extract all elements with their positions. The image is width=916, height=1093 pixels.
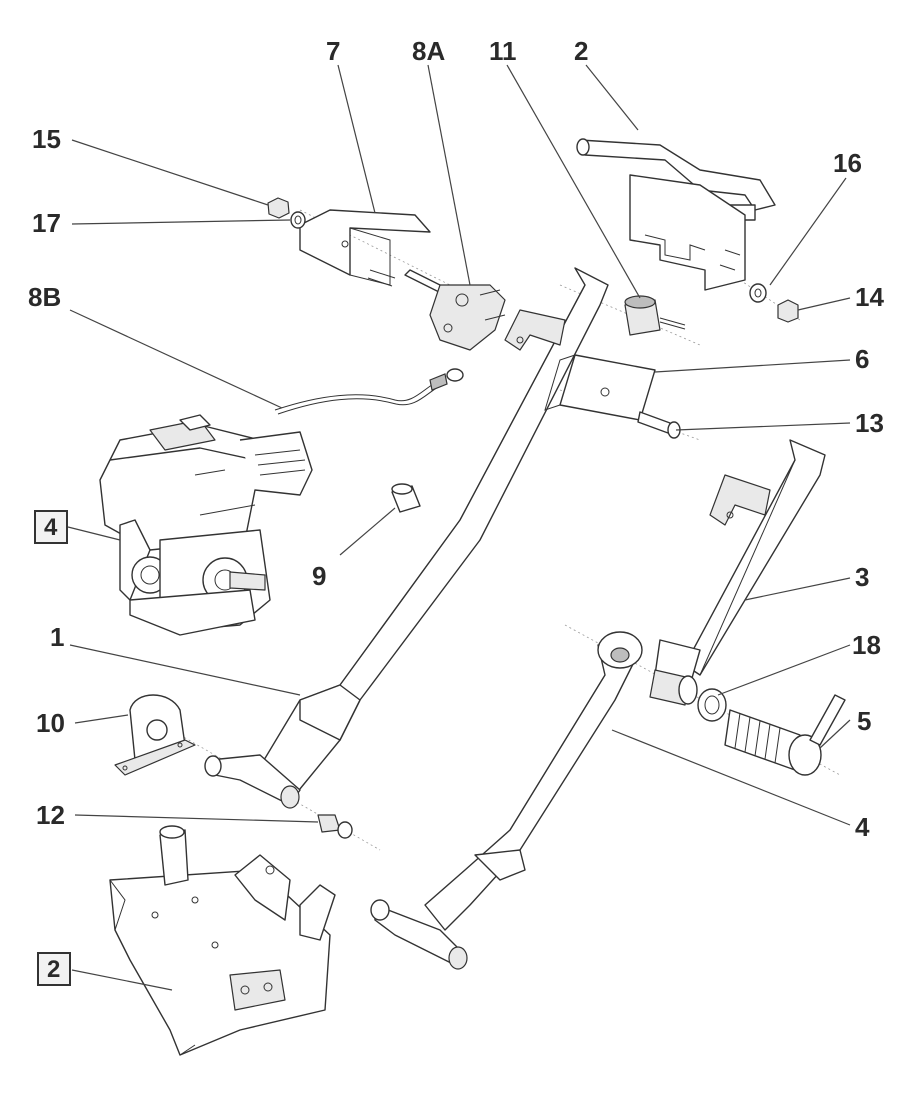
pivot-bolt-part [724, 694, 846, 776]
right-handle-arm [654, 439, 826, 686]
callout-3: 3 [855, 562, 869, 592]
callout-15: 15 [32, 124, 61, 154]
callout-7: 7 [326, 36, 340, 66]
throttle-cable-part [274, 368, 464, 415]
throttle-lever-part [404, 269, 506, 351]
callout-14: 14 [855, 282, 884, 312]
boxed-reference-engine: 4 [34, 510, 68, 544]
grease-fitting-part [317, 814, 353, 839]
base-frame [109, 825, 336, 1056]
bushing-washer-part [649, 669, 727, 722]
washer-nut-right [749, 283, 799, 323]
callout-5: 5 [857, 706, 871, 736]
throttle-bracket-part [299, 209, 431, 287]
main-handle-arm [204, 267, 609, 809]
boxed-ref-engine-label: 4 [44, 514, 58, 541]
boxed-ref-frame-label: 2 [47, 956, 60, 983]
callout-labels: 7 8A 11 2 15 16 17 14 8B 6 13 9 3 1 18 1… [28, 36, 884, 842]
callout-10: 10 [36, 708, 65, 738]
spacer-sleeve-part [391, 483, 421, 513]
callout-16: 16 [833, 148, 862, 178]
boxed-reference-frame: 2 [37, 952, 71, 986]
vibration-mount-part [624, 295, 686, 336]
pillow-block-part [114, 694, 196, 776]
engine-assembly [99, 414, 313, 636]
leader-lines [67, 64, 851, 991]
callout-8b: 8B [28, 282, 61, 312]
callout-4: 4 [855, 812, 870, 842]
callout-8a: 8A [412, 36, 445, 66]
callout-17: 17 [32, 208, 61, 238]
callout-18: 18 [852, 630, 881, 660]
callout-12: 12 [36, 800, 65, 830]
nut-washer-left [267, 197, 306, 229]
handle-bracket-part [576, 138, 776, 291]
bolt-13-part [637, 411, 681, 439]
callout-13: 13 [855, 408, 884, 438]
callout-6: 6 [855, 344, 869, 374]
callout-1: 1 [50, 622, 64, 652]
callout-2: 2 [574, 36, 588, 66]
callout-11: 11 [489, 36, 517, 66]
lower-pivot-arm [370, 631, 643, 970]
callout-9: 9 [312, 561, 326, 591]
